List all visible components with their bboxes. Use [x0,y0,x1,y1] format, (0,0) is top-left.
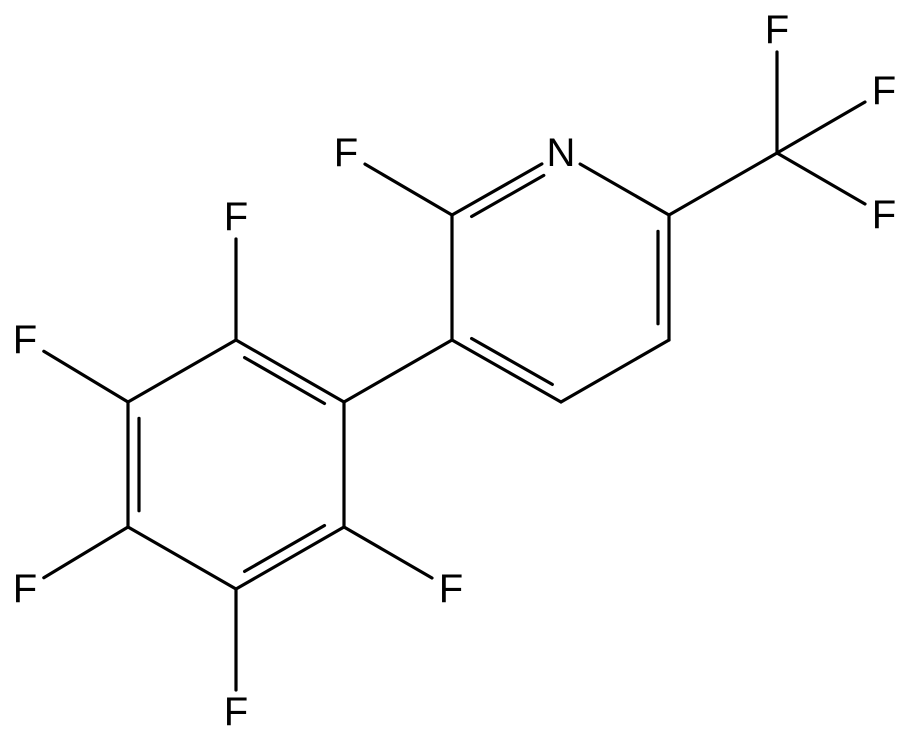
fluorine-label-FP4: F [13,567,37,611]
bond-C2-F2 [363,162,454,217]
bond-P1-P2 [234,338,346,404]
fluorine-label-FP6: F [439,567,463,611]
bond-P1-P2-inner [243,356,327,406]
bond-C4-C5 [559,338,671,404]
bond-P4-P5 [126,525,238,591]
bond-N1-C2-inner [470,173,546,219]
bond-P6-FP6 [342,525,434,580]
bond-P5-P6-inner [243,523,327,574]
bond-C3-C4-inner [470,336,554,386]
bond-C7-Fc [775,151,867,206]
fluorine-label-FP3: F [13,318,37,362]
bond-C3-P1 [342,338,454,404]
bond-P5-P6 [234,525,346,591]
fluorine-label-Fa: F [765,8,789,52]
fluorine-label-Fb: F [872,69,896,113]
bond-P3-FP3 [42,349,130,404]
bond-layer [42,50,867,692]
fluorine-label-Fc: F [872,193,896,237]
nitrogen-label-N1: N [547,131,576,175]
bond-C6-N1 [578,162,671,217]
bond-P2-P3 [126,338,238,404]
fluorine-label-F2: F [334,131,358,175]
bond-C3-C4 [450,338,563,404]
atom-label-layer: N F F F F F F F F F [13,8,896,734]
bond-P4-FP4 [42,525,130,580]
bond-N1-C2 [450,162,544,217]
bond-C6-C7 [667,151,779,217]
bond-C7-Fb [775,100,867,155]
fluorine-label-FP2: F [224,195,248,239]
fluorine-label-FP5: F [224,690,248,734]
